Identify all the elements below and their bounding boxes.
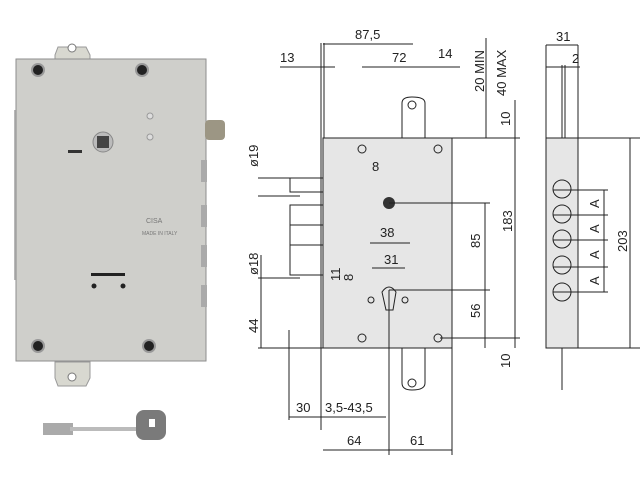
dim-87-5: 87,5 bbox=[355, 27, 380, 42]
dim-11: 11 bbox=[328, 268, 343, 282]
dim-85: 85 bbox=[468, 234, 483, 248]
dim-64: 64 bbox=[347, 433, 361, 448]
dim-31: 31 bbox=[384, 252, 398, 267]
dim-183: 183 bbox=[500, 210, 515, 232]
dim-14: 14 bbox=[438, 46, 452, 61]
dim-a-4: A bbox=[587, 276, 602, 285]
dim-a-3: A bbox=[587, 250, 602, 259]
dim-38: 38 bbox=[380, 225, 394, 240]
dim-8: 8 bbox=[341, 274, 356, 281]
side-view-drawing bbox=[545, 44, 640, 390]
dim-10-top: 10 bbox=[498, 112, 513, 126]
dim-a-2: A bbox=[587, 224, 602, 233]
dim-203: 203 bbox=[615, 230, 630, 252]
dim-44: 44 bbox=[246, 319, 261, 333]
dim-20-min: 20 MIN bbox=[472, 50, 487, 92]
dim-56: 56 bbox=[468, 304, 483, 318]
front-view-drawing bbox=[258, 38, 520, 455]
dim-61: 61 bbox=[410, 433, 424, 448]
brand-logo-text: CISA bbox=[146, 218, 163, 225]
dim-30: 30 bbox=[296, 400, 310, 415]
dim-side-2: 2 bbox=[572, 51, 579, 66]
dim-dia-18: ø18 bbox=[246, 253, 261, 275]
front-view-dimensions: 87,5 72 14 13 20 MIN 40 MAX 10 ø19 8 38 … bbox=[246, 27, 515, 448]
key-photo bbox=[43, 410, 166, 440]
dim-72: 72 bbox=[392, 50, 406, 65]
dim-a-1: A bbox=[587, 199, 602, 208]
dim-40-max: 40 MAX bbox=[494, 49, 509, 96]
lock-photo: CISA MADE IN ITALY bbox=[14, 43, 225, 387]
dim-10-bottom: 10 bbox=[498, 354, 513, 368]
dim-13: 13 bbox=[280, 50, 294, 65]
dim-side-31: 31 bbox=[556, 29, 570, 44]
dim-3-5-43-5: 3,5-43,5 bbox=[325, 400, 373, 415]
side-view-dimensions: 31 2 A A A A 203 bbox=[556, 29, 630, 285]
dim-square-8: 8 bbox=[372, 159, 379, 174]
made-in-label: MADE IN ITALY bbox=[142, 231, 178, 237]
dim-dia-19: ø19 bbox=[246, 145, 261, 167]
